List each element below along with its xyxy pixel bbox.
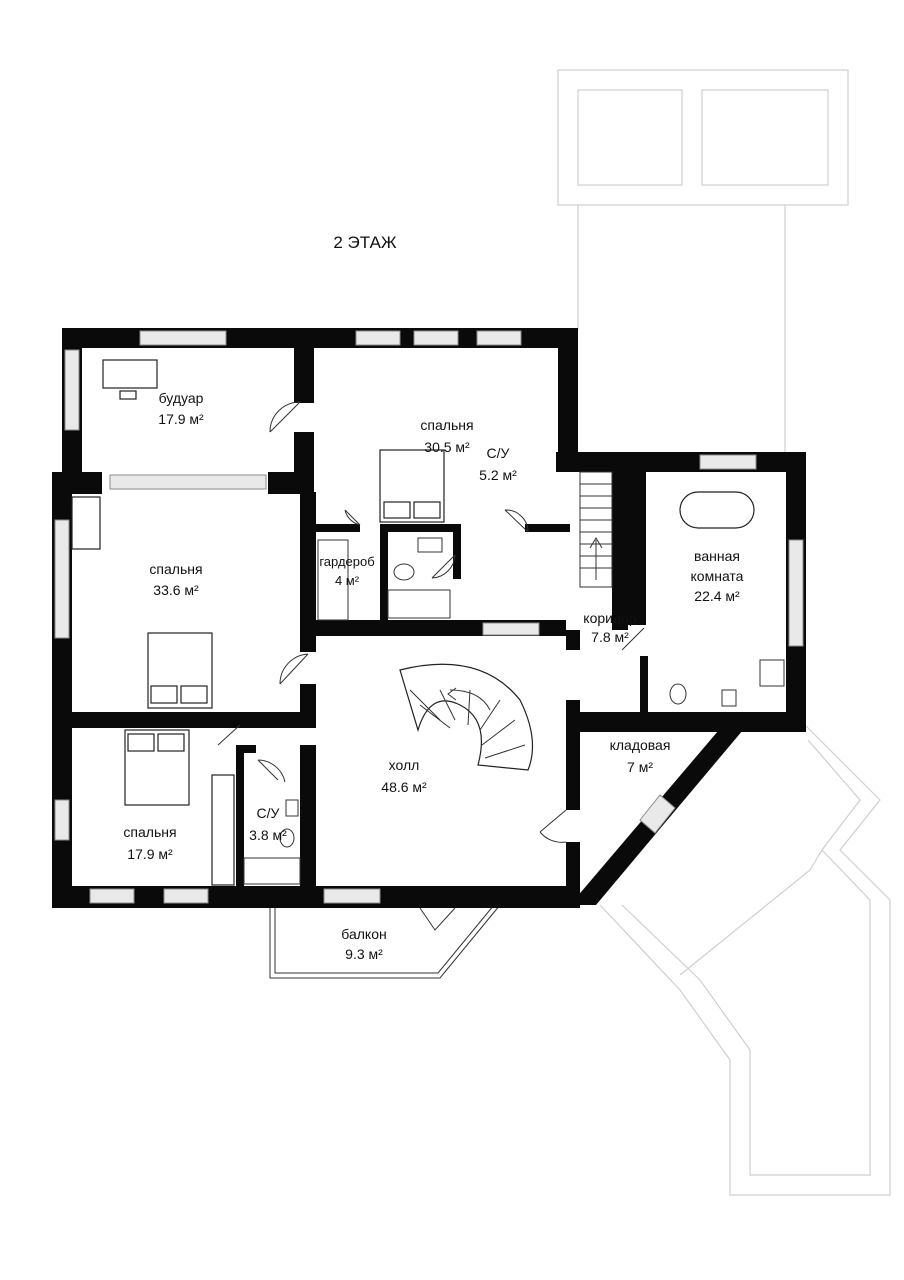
room-area-bathroom: 22.4 м² <box>694 588 740 604</box>
stairs <box>399 471 613 771</box>
room-name-bathroom-line1: ванная <box>694 548 740 564</box>
room-area-wc1: 5.2 м² <box>479 467 517 483</box>
room-area-bedroom3: 17.9 м² <box>127 846 173 862</box>
room-name-storage: кладовая <box>610 737 671 753</box>
balcony <box>269 904 501 979</box>
room-area-balcony: 9.3 м² <box>345 946 383 962</box>
room-name-wardrobe: гардероб <box>319 554 374 569</box>
room-area-bedroom1: 30.5 м² <box>424 439 470 455</box>
room-area-boudoir: 17.9 м² <box>158 411 204 427</box>
terrace-outline <box>557 69 891 1196</box>
room-name-boudoir: будуар <box>159 390 204 406</box>
furniture <box>71 359 785 886</box>
room-area-storage: 7 м² <box>627 759 653 775</box>
room-name-hall: холл <box>389 757 420 773</box>
windows <box>54 330 804 904</box>
room-name-balcony: балкон <box>341 926 386 942</box>
room-area-corridor: 7.8 м² <box>591 629 629 645</box>
room-labels: будуар 17.9 м² спальня 30.5 м² С/У 5.2 м… <box>123 390 743 962</box>
room-name-corridor: коридор <box>583 610 637 626</box>
room-area-hall: 48.6 м² <box>381 779 427 795</box>
room-name-bedroom1: спальня <box>420 417 473 433</box>
plan-title: 2 ЭТАЖ <box>333 233 397 252</box>
doors <box>217 401 645 931</box>
room-area-bedroom2: 33.6 м² <box>153 582 199 598</box>
room-area-wc2: 3.8 м² <box>249 827 287 843</box>
room-name-bedroom2: спальня <box>149 561 202 577</box>
room-name-bathroom-line2: комната <box>691 568 744 584</box>
room-name-bedroom3: спальня <box>123 824 176 840</box>
room-name-wc1: С/У <box>487 445 510 461</box>
room-area-wardrobe: 4 м² <box>335 573 360 588</box>
room-name-wc2: С/У <box>257 805 280 821</box>
